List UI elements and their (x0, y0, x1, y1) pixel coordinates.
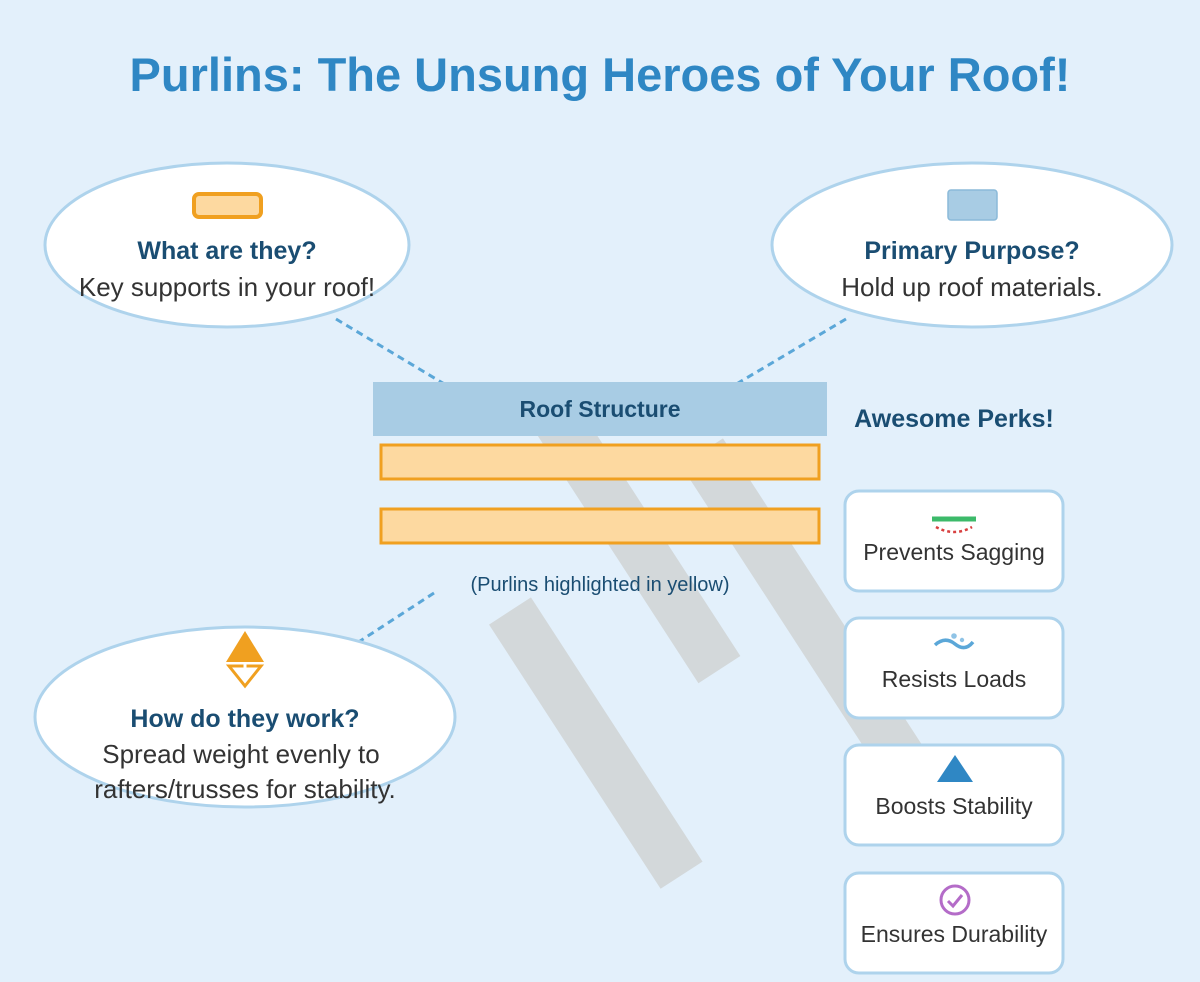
load-spread-icon (225, 631, 265, 689)
perk-card-sagging: Prevents Sagging (843, 489, 1065, 593)
callout-purpose-body: Hold up roof materials. (841, 272, 1103, 302)
page-title: Purlins: The Unsung Heroes of Your Roof! (130, 48, 1071, 101)
perk-label: Ensures Durability (861, 921, 1048, 947)
purlin-note: (Purlins highlighted in yellow) (470, 574, 729, 596)
callout-what-heading: What are they? (137, 237, 316, 265)
wave-icon (933, 633, 975, 650)
check-circle-icon (939, 884, 971, 916)
callout-what: What are they? Key supports in your roof… (43, 161, 411, 329)
connector-how (353, 591, 435, 647)
perk-card-loads: Resists Loads (843, 616, 1065, 720)
perk-label: Resists Loads (882, 666, 1026, 692)
callout-how-body-line2: rafters/trusses for stability. (94, 774, 396, 804)
callout-how: How do they work? Spread weight evenly t… (33, 625, 457, 809)
perk-label: Prevents Sagging (863, 539, 1045, 565)
callout-how-bubble (33, 625, 457, 809)
callout-purpose-bubble (770, 161, 1174, 329)
roof-structure: Roof Structure (Purlins highlighted in y… (373, 382, 827, 596)
callout-how-body-line1: Spread weight evenly to (102, 739, 380, 769)
callout-what-body: Key supports in your roof! (79, 272, 375, 302)
connectors (335, 317, 847, 647)
perks-heading: Awesome Perks! (854, 405, 1054, 433)
sag-line-icon (932, 516, 976, 534)
rafter-lower (489, 597, 703, 889)
connector-purpose (727, 317, 847, 391)
perk-card-durability: Ensures Durability (843, 871, 1065, 975)
callout-purpose-heading: Primary Purpose? (864, 237, 1079, 265)
callout-how-heading: How do they work? (130, 705, 359, 733)
connector-what (335, 317, 457, 393)
triangle-icon (937, 755, 973, 782)
callout-what-bubble (43, 161, 411, 329)
rafter-upper (681, 438, 922, 772)
roof-label: Roof Structure (520, 396, 681, 422)
purlin-upper (379, 443, 821, 481)
perk-card-stability: Boosts Stability (843, 743, 1065, 847)
callout-purpose: Primary Purpose? Hold up roof materials. (770, 161, 1174, 329)
roof-panel (373, 382, 827, 436)
perk-label: Boosts Stability (875, 793, 1033, 819)
purlin-bar-icon (192, 192, 263, 219)
roof-panel-icon (947, 189, 998, 221)
purlin-lower (379, 507, 821, 545)
